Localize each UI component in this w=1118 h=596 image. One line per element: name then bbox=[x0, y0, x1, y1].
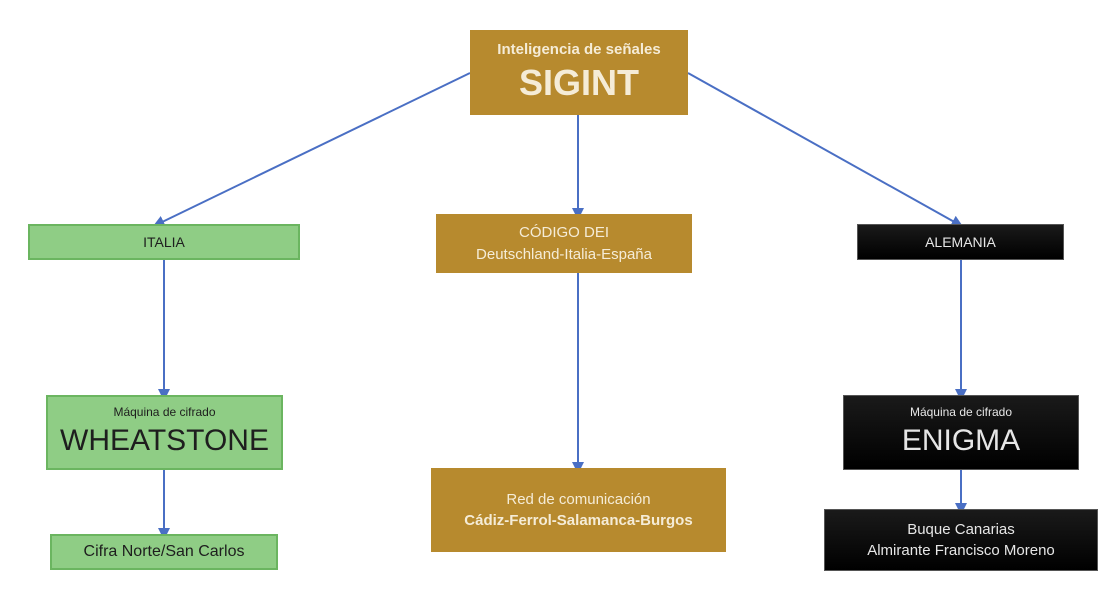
italia-node: ITALIA bbox=[28, 224, 300, 260]
buque-canarias-node: Buque Canarias Almirante Francisco Moren… bbox=[824, 509, 1098, 571]
sigint-node: Inteligencia de señales SIGINT bbox=[470, 30, 688, 115]
enigma-subtitle: Máquina de cifrado bbox=[909, 405, 1013, 420]
buque-canarias-line1: Buque Canarias bbox=[907, 521, 1015, 539]
red-comunicacion-line1: Red de comunicación bbox=[506, 490, 651, 508]
connector-sigint-alemania bbox=[687, 72, 964, 227]
buque-canarias-line2: Almirante Francisco Moreno bbox=[867, 541, 1055, 559]
connector-sigint-italia bbox=[152, 72, 471, 227]
enigma-node: Máquina de cifrado ENIGMA bbox=[843, 395, 1079, 470]
wheatstone-title: WHEATSTONE bbox=[60, 424, 269, 458]
red-comunicacion-line2: Cádiz-Ferrol-Salamanca-Burgos bbox=[464, 512, 693, 529]
wheatstone-node: Máquina de cifrado WHEATSTONE bbox=[46, 395, 283, 470]
red-comunicacion-node: Red de comunicación Cádiz-Ferrol-Salaman… bbox=[431, 468, 726, 552]
sigint-subtitle: Inteligencia de señales bbox=[497, 41, 661, 59]
wheatstone-subtitle: Máquina de cifrado bbox=[113, 405, 216, 420]
codigo-dei-line2: Deutschland-Italia-España bbox=[476, 245, 652, 263]
alemania-label: ALEMANIA bbox=[925, 233, 996, 250]
italia-label: ITALIA bbox=[143, 233, 185, 250]
codigo-dei-line1: CÓDIGO DEI bbox=[518, 224, 609, 242]
cifra-norte-node: Cifra Norte/San Carlos bbox=[50, 534, 278, 570]
sigint-title: SIGINT bbox=[518, 62, 639, 104]
alemania-node: ALEMANIA bbox=[857, 224, 1064, 260]
cifra-norte-label: Cifra Norte/San Carlos bbox=[83, 542, 245, 560]
enigma-title: ENIGMA bbox=[901, 424, 1021, 458]
codigo-dei-node: CÓDIGO DEI Deutschland-Italia-España bbox=[436, 214, 692, 273]
